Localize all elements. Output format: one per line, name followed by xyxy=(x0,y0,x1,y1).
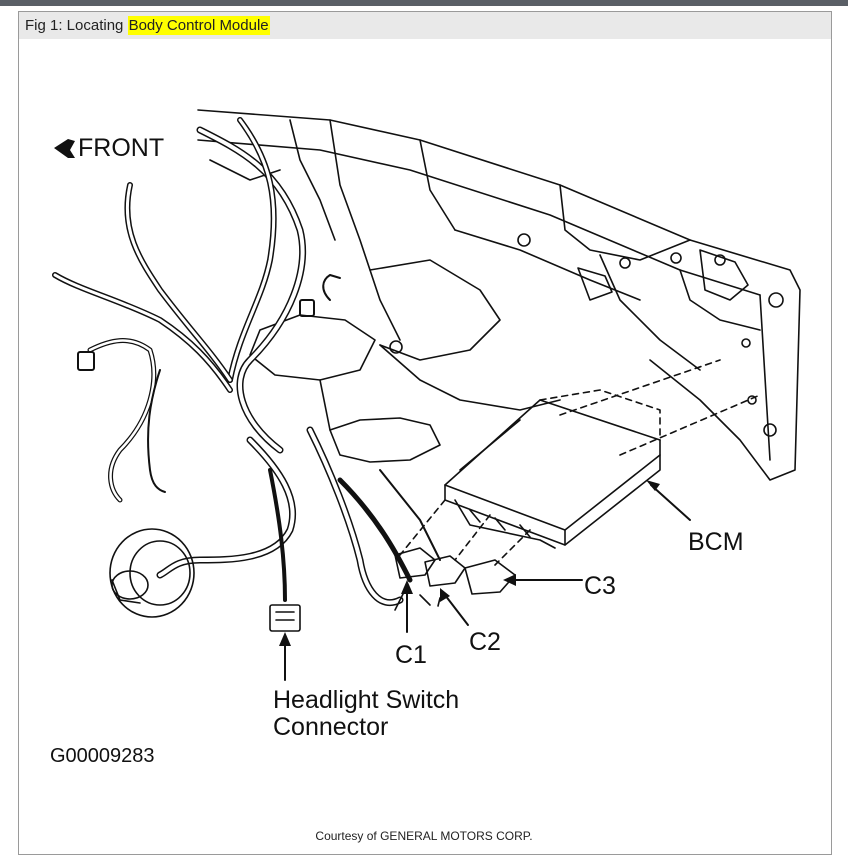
dash-frame-drawing xyxy=(197,109,801,481)
c1-arrowhead-icon xyxy=(401,580,413,594)
figure-caption: Fig 1: Locating Body Control Module xyxy=(19,12,831,39)
arrowheads xyxy=(54,139,660,646)
figure-frame: Fig 1: Locating Body Control Module xyxy=(18,11,832,855)
bcm-arrowhead-icon xyxy=(646,480,660,491)
figure-id-label: G00009283 xyxy=(50,745,155,767)
headlight-switch-label: Headlight Switch xyxy=(273,686,459,714)
courtesy-credit: Courtesy of GENERAL MOTORS CORP. xyxy=(315,829,533,843)
c1-label: C1 xyxy=(395,641,427,669)
window-top-bar xyxy=(0,0,848,6)
wiring-harness-drawing xyxy=(52,117,441,606)
leader-lines xyxy=(284,484,691,681)
c2-label: C2 xyxy=(469,628,501,656)
caption-highlight: Body Control Module xyxy=(127,16,270,35)
headlight-connector-label: Connector xyxy=(273,713,388,741)
c2-arrowhead-icon xyxy=(440,588,450,602)
bcm-label: BCM xyxy=(688,528,744,556)
caption-prefix: Fig 1: Locating xyxy=(25,17,128,34)
c3-arrowhead-icon xyxy=(503,574,516,586)
headlight-switch-drawing xyxy=(109,528,301,632)
front-label: FRONT xyxy=(78,134,164,162)
bcm-module-drawing xyxy=(444,359,761,549)
c3-label: C3 xyxy=(584,572,616,600)
front-arrow-icon xyxy=(54,139,75,158)
bcm-connectors-drawing xyxy=(394,499,531,611)
headlight-arrowhead-icon xyxy=(279,632,291,646)
